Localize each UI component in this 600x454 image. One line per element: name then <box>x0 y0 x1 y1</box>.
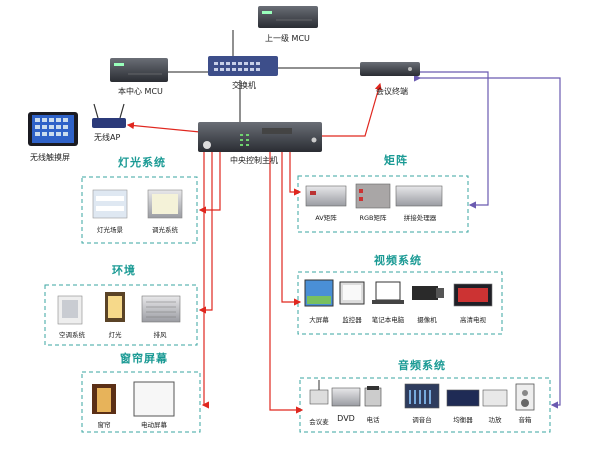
lighting-item-label: 灯光场景 <box>97 226 123 234</box>
upper-mcu-label: 上一级 MCU <box>265 34 310 43</box>
equalizer-icon <box>446 389 480 407</box>
audio-item-label: DVD <box>337 414 355 423</box>
link-audio <box>269 150 304 414</box>
video-item-label: 大屏幕 <box>309 316 329 324</box>
link-conf <box>320 82 382 137</box>
video-item-label: 笔记本电脑 <box>371 316 405 324</box>
environment-item-label: 排风 <box>153 331 167 339</box>
curtain-item-label: 窗帘 <box>97 421 111 429</box>
hd-tv-icon <box>453 283 493 307</box>
av-matrix-icon <box>305 185 347 207</box>
audio-item-label: 电话 <box>366 416 380 424</box>
curtain-title: 窗帘屏幕 <box>120 352 168 365</box>
local-mcu-label: 本中心 MCU <box>118 87 163 96</box>
ac-system-icon <box>57 295 83 325</box>
link-video <box>281 150 302 306</box>
speaker-icon <box>515 383 535 411</box>
av-links <box>414 68 561 409</box>
conf-terminal-label: 会议终端 <box>376 87 408 96</box>
wireless-ap-device <box>92 103 126 128</box>
rgb-matrix-icon <box>355 183 391 209</box>
touch-screen-label: 无线触摸屏 <box>30 153 70 162</box>
switch-device <box>208 56 278 76</box>
exhaust-fan-icon <box>141 295 181 323</box>
audio-item-label: 功放 <box>488 416 502 424</box>
camera-icon <box>412 286 444 300</box>
laptop-icon <box>372 281 404 304</box>
conference-terminal-device <box>360 62 420 76</box>
audio-item-label: 音箱 <box>518 416 532 424</box>
environment-item-label: 灯光 <box>108 331 122 339</box>
audio-item-label: 会议麦 <box>309 418 329 426</box>
lighting-box <box>81 176 198 244</box>
environment-box <box>44 284 198 346</box>
link-environment <box>198 150 213 314</box>
telephone-icon <box>364 386 382 407</box>
video-title: 视频系统 <box>374 254 422 267</box>
matrix-item-label: RGB矩阵 <box>359 214 387 222</box>
lighting-item-label: 调光系统 <box>152 226 178 234</box>
big-screen-icon <box>304 279 334 307</box>
curtain-icon <box>92 384 116 414</box>
link-terminal-audio <box>414 74 561 409</box>
dimmer-icon <box>147 189 183 219</box>
dvd-icon <box>331 387 361 407</box>
control-links <box>126 82 382 414</box>
lighting-title: 灯光系统 <box>118 156 166 169</box>
upper-mcu-device <box>258 6 318 28</box>
lighting-scene-icon <box>92 189 128 219</box>
matrix-title: 矩阵 <box>384 154 408 167</box>
touch-screen-device <box>28 112 78 146</box>
monitor-icon <box>339 281 365 305</box>
link-ap <box>126 121 207 137</box>
network-lines <box>168 30 360 124</box>
link-terminal-matrix <box>414 68 489 209</box>
environment-title: 环境 <box>112 264 136 277</box>
video-item-label: 监控器 <box>342 316 362 324</box>
link-curtain <box>201 150 209 409</box>
central-host-device <box>198 122 322 152</box>
curtain-box <box>81 371 201 433</box>
link-lighting <box>198 150 221 214</box>
conference-mic-icon <box>309 380 329 405</box>
curtain-item-label: 电动屏幕 <box>141 421 167 429</box>
audio-title: 音频系统 <box>398 359 446 372</box>
wireless-ap-label: 无线AP <box>94 133 121 142</box>
matrix-item-label: AV矩阵 <box>315 214 337 222</box>
video-item-label: 高清电视 <box>460 316 486 324</box>
splice-processor-icon <box>395 185 443 207</box>
environment-item-label: 空调系统 <box>59 331 85 339</box>
audio-item-label: 调音台 <box>412 416 432 424</box>
link-matrix <box>289 150 302 196</box>
video-item-label: 摄像机 <box>417 316 437 324</box>
audio-item-label: 均衡器 <box>453 416 473 424</box>
amplifier-icon <box>482 389 508 407</box>
local-mcu-device <box>110 58 168 82</box>
mixer-icon <box>404 383 440 409</box>
light-fixture-icon <box>105 292 125 322</box>
projection-screen-icon <box>133 381 175 417</box>
switch-label: 交换机 <box>232 81 256 90</box>
central-host-label: 中央控制主机 <box>230 156 278 165</box>
matrix-item-label: 拼接处理器 <box>403 214 437 222</box>
